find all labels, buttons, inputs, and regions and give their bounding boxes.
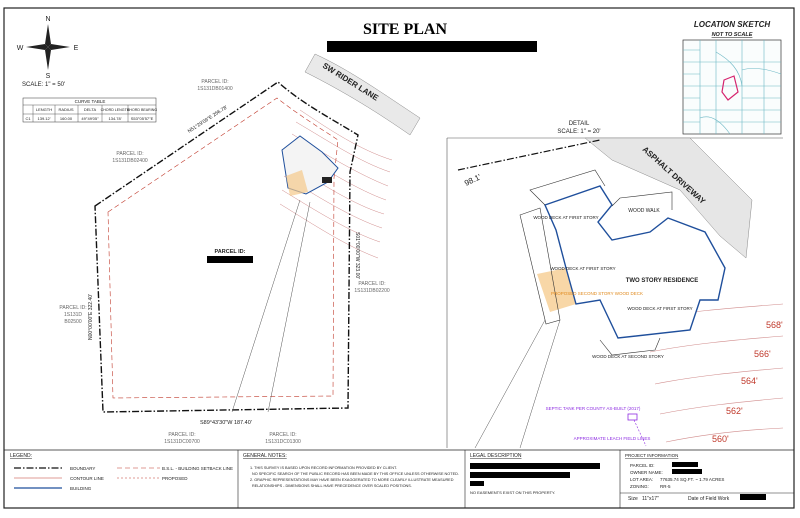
leach-label: APPROXIMATE LEACH FIELD LINES: [574, 436, 651, 441]
location-sketch: LOCATION SKETCH NOT TO SCALE: [682, 20, 782, 135]
detail-contour-lines: [639, 303, 784, 443]
svg-text:LEGEND:: LEGEND:: [10, 453, 32, 459]
contour-564: 564': [741, 376, 758, 386]
svg-text:BOUNDARY: BOUNDARY: [70, 466, 95, 471]
bearing-west: N00°00'00"E 322.40': [88, 294, 94, 340]
contour-560: 560': [712, 434, 729, 444]
svg-text:S53°05'57"E: S53°05'57"E: [131, 116, 154, 121]
svg-text:1S131D: 1S131D: [64, 312, 82, 318]
svg-text:PARCEL ID:: PARCEL ID:: [116, 151, 143, 157]
asphalt-driveway: [584, 137, 753, 259]
svg-text:CURVE TABLE: CURVE TABLE: [75, 99, 106, 104]
svg-text:1S131DB02400: 1S131DB02400: [112, 158, 148, 164]
svg-text:S: S: [46, 73, 51, 80]
svg-text:RELATIONSHIPS - DIMENSIONS SHA: RELATIONSHIPS - DIMENSIONS SHALL HAVE PR…: [252, 484, 412, 488]
svg-text:134.78': 134.78': [109, 116, 122, 121]
svg-text:139.12': 139.12': [38, 116, 51, 121]
curve-table: CURVE TABLE LENGTH RADIUS DELTA CHORD LE…: [22, 97, 158, 123]
deck-first-label-3: WOOD DECK AT FIRST STORY: [627, 306, 692, 311]
redacted-address: [327, 41, 537, 52]
svg-text:PARCEL ID:: PARCEL ID:: [59, 305, 86, 311]
svg-text:LOT AREA:: LOT AREA:: [630, 477, 653, 482]
svg-text:160.00: 160.00: [60, 116, 73, 121]
svg-text:B02500: B02500: [64, 319, 81, 325]
detail-scale: SCALE: 1" = 20': [557, 129, 600, 135]
redacted-parcel-id: [207, 256, 253, 263]
svg-text:NOT TO SCALE: NOT TO SCALE: [712, 32, 753, 38]
svg-text:OWNER NAME:: OWNER NAME:: [630, 470, 663, 475]
svg-text:1S131DB02200: 1S131DB02200: [354, 288, 390, 294]
svg-text:Date of Field Work: Date of Field Work: [688, 496, 730, 502]
svg-text:NO EASEMENTS EXIST ON THIS PRO: NO EASEMENTS EXIST ON THIS PROPERTY.: [470, 490, 555, 495]
wood-walk-label: WOOD WALK: [628, 208, 660, 214]
svg-text:PARCEL ID:: PARCEL ID:: [168, 432, 195, 438]
svg-text:PROPOSED: PROPOSED: [162, 476, 188, 481]
svg-text:RR-5: RR-5: [660, 484, 671, 489]
general-notes: GENERAL NOTES: 1. THIS SURVEY IS BASED U…: [243, 453, 459, 488]
svg-text:CHORD LENGTH: CHORD LENGTH: [101, 108, 130, 112]
drawing-scale: SCALE: 1" = 50': [22, 82, 65, 88]
svg-text:PARCEL ID:: PARCEL ID:: [358, 281, 385, 287]
proposed-deck: [537, 268, 576, 312]
svg-text:PARCEL ID:: PARCEL ID:: [269, 432, 296, 438]
svg-text:PARCEL ID:: PARCEL ID:: [201, 79, 228, 85]
svg-text:LOCATION SKETCH: LOCATION SKETCH: [694, 20, 771, 29]
svg-text:Size: Size: [628, 496, 638, 502]
svg-text:1. THIS SURVEY IS BASED UPON R: 1. THIS SURVEY IS BASED UPON RECORD INFO…: [250, 466, 397, 470]
svg-text:DELTA: DELTA: [84, 107, 97, 112]
bearing-south: S89°43'30"W 187.40': [200, 420, 252, 426]
contour-566: 566': [754, 349, 771, 359]
svg-text:ZONING:: ZONING:: [630, 484, 649, 489]
svg-text:LEGAL DESCRIPTION: LEGAL DESCRIPTION: [470, 453, 522, 459]
distance-98-1: 98.1': [463, 172, 483, 188]
svg-text:1S131DB01400: 1S131DB01400: [197, 86, 233, 92]
septic-tank-icon: [627, 413, 638, 421]
svg-text:RADIUS: RADIUS: [58, 107, 73, 112]
svg-text:E: E: [74, 45, 79, 52]
road-sw-rider-lane: [304, 53, 421, 136]
svg-text:PROJECT INFORMATION: PROJECT INFORMATION: [625, 453, 678, 458]
legal-description: LEGAL DESCRIPTION NO EASEMENTS EXIST ON …: [470, 453, 600, 495]
svg-text:2. GRAPHIC REPRESENTATIONS MAY: 2. GRAPHIC REPRESENTATIONS MAY HAVE BEEN…: [250, 478, 454, 482]
svg-text:1S131DC01300: 1S131DC01300: [265, 439, 301, 445]
page-title: SITE PLAN: [363, 21, 447, 38]
svg-text:CONTOUR LINE: CONTOUR LINE: [70, 476, 104, 481]
deck-first-label: WOOD DECK AT FIRST STORY: [533, 215, 598, 220]
svg-text:C1: C1: [25, 116, 31, 121]
svg-text:PARCEL ID:: PARCEL ID:: [630, 463, 655, 468]
svg-text:GENERAL NOTES:: GENERAL NOTES:: [243, 453, 287, 459]
setback-line: [107, 97, 339, 399]
svg-text:LENGTH: LENGTH: [36, 107, 52, 112]
svg-text:1S131DC00700: 1S131DC00700: [164, 439, 200, 445]
north-arrow-icon: N S W E: [17, 16, 79, 80]
contour-562: 562': [726, 406, 743, 416]
building-detail: [544, 185, 726, 339]
project-info: PROJECT INFORMATION PARCEL ID: OWNER NAM…: [620, 453, 794, 502]
detail-label: DETAIL: [569, 121, 590, 127]
proposed-deck-label: PROPOSED SECOND STORY WOOD DECK: [551, 291, 643, 296]
svg-text:49°49'05": 49°49'05": [81, 116, 99, 121]
subject-parcel-label: PARCEL ID:: [215, 249, 246, 255]
svg-text:CHORD BEARING: CHORD BEARING: [127, 108, 158, 112]
septic-label: SEPTIC TANK PER COUNTY AS-BUILT (2017): [546, 406, 641, 411]
bearing-east: S01°00'00"W 323.00': [354, 232, 360, 279]
legend: LEGEND: BOUNDARY CONTOUR LINE BUILDING B…: [10, 453, 233, 491]
deck-second-label: WOOD DECK AT SECOND STORY: [592, 354, 664, 359]
residence-label: TWO STORY RESIDENCE: [626, 278, 699, 284]
deck-first-label-2: WOOD DECK AT FIRST STORY: [550, 266, 615, 271]
parcel-labels: PARCEL ID: 1S131DB01400 PARCEL ID: 1S131…: [59, 79, 389, 445]
boundary-line: [94, 81, 359, 413]
svg-text:77635.74 SQ.FT. ~ 1.79 ACRES: 77635.74 SQ.FT. ~ 1.79 ACRES: [660, 477, 724, 482]
svg-text:B.S.L. - BUILDING SETBACK LINE: B.S.L. - BUILDING SETBACK LINE: [162, 466, 233, 471]
svg-text:W: W: [17, 45, 24, 52]
svg-text:N: N: [45, 16, 50, 23]
svg-text:BUILDING: BUILDING: [70, 486, 92, 491]
contour-568: 568': [766, 320, 783, 330]
svg-text:11"x17": 11"x17": [642, 496, 659, 502]
svg-text:NO SPECIFIC SEARCH OF THE PUBL: NO SPECIFIC SEARCH OF THE PUBLIC RECORD …: [252, 472, 459, 476]
